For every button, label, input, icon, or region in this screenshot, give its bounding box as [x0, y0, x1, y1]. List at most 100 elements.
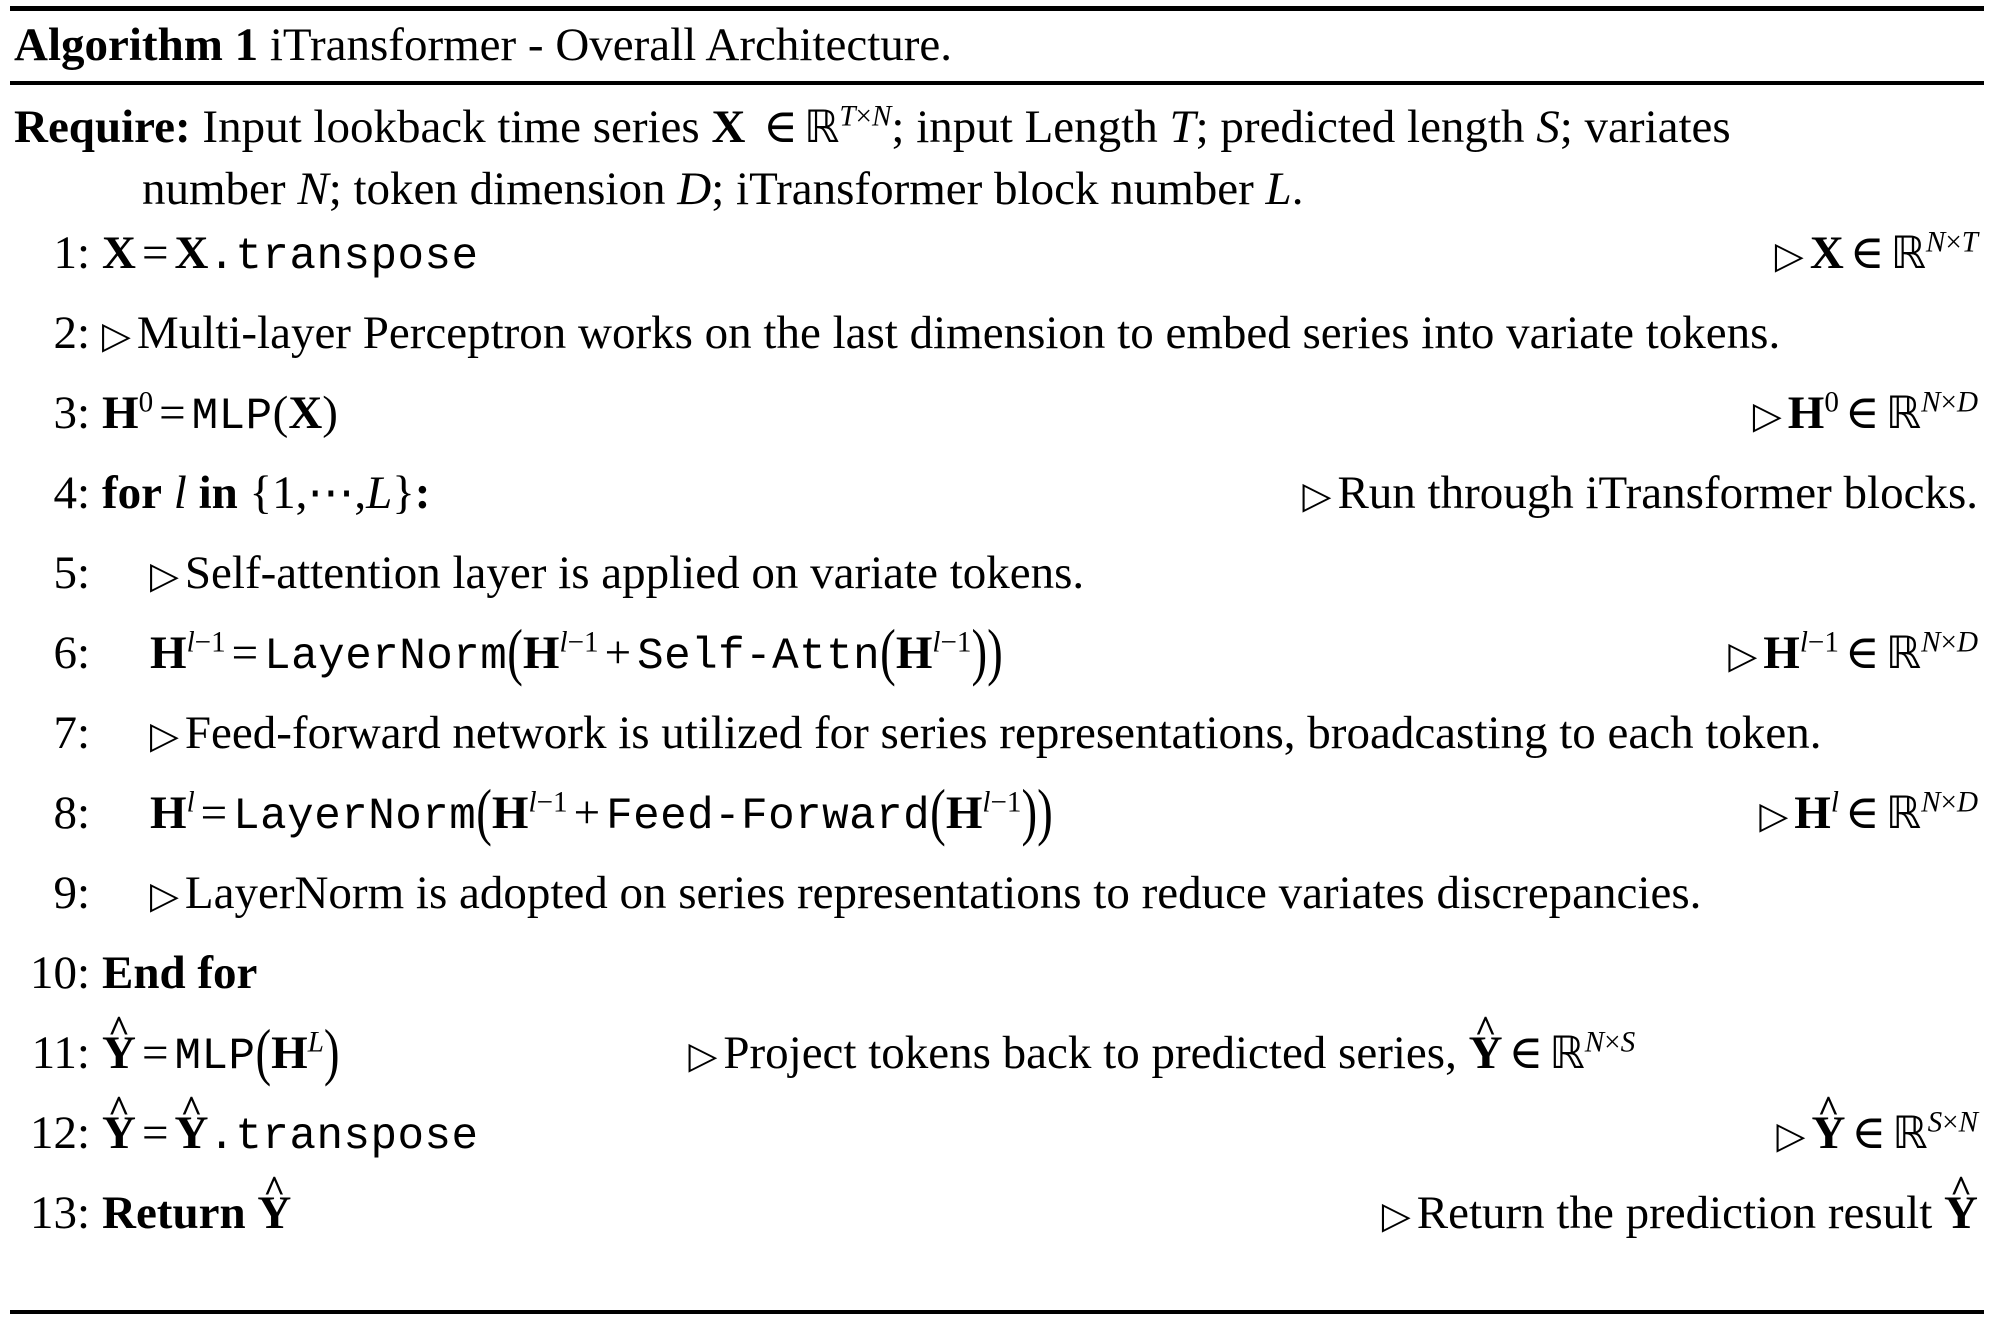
fn-mlp: MLP [174, 1031, 256, 1082]
require-text-2d: . [1291, 162, 1304, 215]
step-comment-9: ▷LayerNorm is adopted on series represen… [102, 866, 1702, 919]
fn-feed-forward: Feed-Forward [606, 791, 931, 842]
step-number-4: 4: [53, 466, 90, 519]
step-number-6: 6: [53, 626, 90, 679]
require-text-2c: ; iTransformer block number [711, 162, 1254, 215]
algorithm-step-4: 4: for l in {1,⋯,L}: ▷Run through iTrans… [10, 466, 1984, 550]
algorithm-title-text: iTransformer - Overall Architecture. [269, 19, 953, 71]
header-rule [10, 81, 1984, 86]
require-symbol-variates: N [297, 162, 329, 215]
step-note-13: ▷Return the prediction result ^Y [1381, 1170, 1978, 1239]
fn-transpose: .transpose [208, 231, 479, 282]
require-text-1c: ; predicted length [1195, 101, 1525, 154]
step-code-4: for l in {1,⋯,L}: [102, 466, 431, 519]
step-note-12: ▷^Y∈ℝS×N [1776, 1090, 1978, 1159]
triangle-icon: ▷ [1776, 1115, 1806, 1157]
algorithm-step-9: 9: ▷LayerNorm is adopted on series repre… [10, 866, 1984, 950]
require-line-2: number N; token dimension D; iTransforme… [14, 159, 1984, 220]
step-note-1: ▷X∈ℝN×T [1774, 225, 1978, 279]
step-number-7: 7: [53, 706, 90, 759]
algorithm-step-10: 10: End for [10, 946, 1984, 1030]
triangle-icon: ▷ [150, 555, 179, 597]
fn-self-attn: Self-Attn [637, 631, 881, 682]
step-note-6: ▷Hl−1∈ℝN×D [1728, 625, 1978, 679]
triangle-icon: ▷ [1752, 395, 1782, 437]
require-text-2a: number [142, 162, 286, 215]
require-line-1: Require: Input lookback time series X ∈ℝ… [14, 100, 1731, 154]
algorithm-step-11: 11: ^Y=MLP(HL) ▷Project tokens back to p… [10, 1010, 1984, 1110]
kw-in: in [198, 466, 238, 519]
require-symbol-block-num: L [1265, 162, 1292, 215]
triangle-icon: ▷ [1759, 795, 1789, 837]
comment-text-7: Feed-forward network is utilized for ser… [184, 706, 1822, 759]
triangle-icon: ▷ [1381, 1195, 1411, 1237]
comment-text-5: Self-attention layer is applied on varia… [184, 546, 1085, 599]
algorithm-step-7: 7: ▷Feed-forward network is utilized for… [10, 706, 1984, 790]
triangle-icon: ▷ [1774, 235, 1804, 277]
step-number-2: 2: [53, 306, 90, 359]
triangle-icon: ▷ [150, 715, 179, 757]
step-code-1: X=X.transpose [102, 226, 479, 282]
require-text-1a: Input lookback time series [202, 101, 700, 154]
triangle-icon: ▷ [1302, 475, 1332, 517]
kw-for: for [102, 466, 163, 519]
require-keyword: Require: [14, 101, 191, 154]
algorithm-step-12: 12: ^Y=^Y.transpose ▷^Y∈ℝS×N [10, 1090, 1984, 1190]
fn-layernorm: LayerNorm [264, 631, 508, 682]
require-text-1d: ; variates [1559, 101, 1731, 154]
algorithm-step-5: 5: ▷Self-attention layer is applied on v… [10, 546, 1984, 630]
algorithm-title: Algorithm 1 iTransformer - Overall Archi… [10, 11, 1984, 81]
note-text-4: Run through iTransformer blocks. [1337, 466, 1978, 519]
require-symbol-pred-length: S [1536, 101, 1560, 154]
require-text-2b: ; token dimension [328, 162, 666, 215]
kw-return: Return [102, 1186, 246, 1239]
step-comment-7: ▷Feed-forward network is utilized for se… [102, 706, 1822, 759]
step-number-10: 10: [29, 946, 90, 999]
algorithm-block: Algorithm 1 iTransformer - Overall Archi… [0, 6, 1994, 1322]
step-number-8: 8: [53, 786, 90, 839]
algorithm-steps: 1: X=X.transpose ▷X∈ℝN×T 2: ▷Multi-layer… [10, 224, 1984, 1270]
step-code-11: ^Y=MLP(HL) [102, 1010, 340, 1088]
step-code-6: Hl−1=LayerNorm(Hl−1+Self-Attn(Hl−1)) [150, 617, 1003, 688]
bottom-rule [10, 1310, 1984, 1314]
step-code-10: End for [102, 946, 258, 999]
triangle-icon: ▷ [688, 1035, 718, 1077]
fn-mlp: MLP [191, 391, 273, 442]
require-text-1b: ; input Length [891, 101, 1158, 154]
triangle-icon: ▷ [102, 315, 131, 357]
step-code-8: Hl=LayerNorm(Hl−1+Feed-Forward(Hl−1)) [150, 777, 1053, 848]
fn-transpose: .transpose [208, 1111, 479, 1162]
step-number-12: 12: [29, 1106, 90, 1159]
algorithm-step-1: 1: X=X.transpose ▷X∈ℝN×T [10, 225, 1984, 310]
step-number-9: 9: [53, 866, 90, 919]
algorithm-step-13: 13: Return ^Y ▷Return the prediction res… [10, 1170, 1984, 1270]
top-rule [10, 6, 1984, 11]
step-code-13: Return ^Y [102, 1170, 292, 1239]
step-number-11: 11: [31, 1026, 90, 1079]
note-text-11: Project tokens back to predicted series, [723, 1026, 1457, 1079]
algorithm-step-2: 2: ▷Multi-layer Perceptron works on the … [10, 306, 1984, 390]
note-text-13: Return the prediction result [1416, 1186, 1933, 1239]
step-note-8: ▷Hl∈ℝN×D [1759, 785, 1978, 839]
step-number-3: 3: [53, 386, 90, 439]
step-code-3: H0=MLP(X) [102, 385, 338, 442]
require-symbol-input: X [711, 101, 746, 154]
algorithm-step-6: 6: Hl−1=LayerNorm(Hl−1+Self-Attn(Hl−1)) … [10, 617, 1984, 710]
fn-layernorm: LayerNorm [233, 791, 477, 842]
step-note-11: ▷Project tokens back to predicted series… [688, 1010, 1636, 1079]
algorithm-title-keyword: Algorithm 1 [14, 19, 259, 71]
comment-text-2: Multi-layer Perceptron works on the last… [136, 306, 1781, 359]
step-number-5: 5: [53, 546, 90, 599]
triangle-icon: ▷ [1728, 635, 1758, 677]
step-comment-2: ▷Multi-layer Perceptron works on the las… [102, 306, 1781, 359]
step-note-4: ▷Run through iTransformer blocks. [1302, 466, 1984, 519]
algorithm-step-8: 8: Hl=LayerNorm(Hl−1+Feed-Forward(Hl−1))… [10, 777, 1984, 870]
step-comment-5: ▷Self-attention layer is applied on vari… [102, 546, 1085, 599]
require-block: Require: Input lookback time series X ∈ℝ… [10, 85, 1984, 223]
triangle-icon: ▷ [150, 875, 179, 917]
comment-text-9: LayerNorm is adopted on series represent… [184, 866, 1702, 919]
require-symbol-input-length: T [1169, 101, 1196, 154]
step-note-3: ▷H0∈ℝN×D [1752, 385, 1978, 439]
step-number-1: 1: [53, 226, 90, 279]
step-number-13: 13: [29, 1186, 90, 1239]
